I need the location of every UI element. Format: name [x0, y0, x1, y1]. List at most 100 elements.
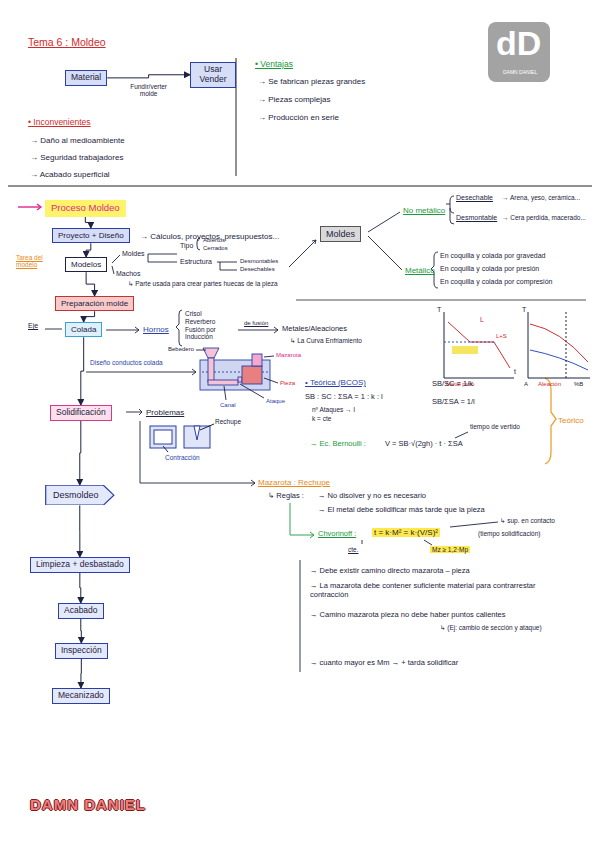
curve	[448, 322, 510, 368]
note-label: V = SB·√(2gh) · t · ΣSA	[385, 440, 463, 449]
process-box: Mecanizado	[52, 688, 110, 704]
note-label: Canal	[220, 402, 236, 409]
branch	[220, 262, 237, 270]
logo-badge	[488, 22, 550, 82]
arrow	[86, 372, 196, 373]
composition	[566, 312, 567, 378]
pink-arrow	[18, 206, 41, 207]
process-box: Material	[65, 70, 107, 86]
note-label: Reverbero	[185, 318, 215, 325]
leader	[264, 378, 278, 383]
node-text: Solidificación	[56, 408, 106, 418]
leader	[224, 386, 226, 400]
note-label: No metálico	[403, 206, 445, 215]
note-label: ↳ Reglas :	[268, 492, 304, 501]
note-label: ↳ (Ej: cambio de sección y ataque)	[440, 624, 542, 631]
note-label: → Arena, yeso, cerámica...	[502, 194, 594, 201]
brace	[545, 378, 556, 464]
note-label: T	[522, 306, 526, 314]
pentagon-shape	[46, 485, 114, 505]
note-label: → Acabado superficial	[30, 170, 110, 179]
node-text: Preparación molde	[61, 299, 128, 308]
riser	[252, 354, 262, 366]
branch	[368, 236, 402, 270]
process-box: Proceso Moldeo	[45, 200, 126, 217]
note-label: Eje	[28, 322, 38, 330]
note-label: Aleación	[538, 381, 561, 388]
process-box: Moldes	[320, 226, 361, 242]
leader	[362, 540, 363, 544]
arrowhead	[135, 327, 139, 333]
arrow	[126, 412, 142, 413]
note-label: Desechable	[456, 194, 493, 202]
note-label: SB/SC = 1/k	[432, 380, 473, 389]
note-label: Moldes	[122, 250, 145, 258]
note-label: Desmontable	[456, 214, 497, 222]
note-label: Contracción	[165, 454, 200, 461]
process-box: Acabado	[58, 603, 104, 619]
note-label: → cuanto mayor es Mm → + tarda solidific…	[310, 659, 458, 668]
note-label: Tarea del modelo	[16, 254, 56, 269]
block	[184, 426, 210, 448]
note-label: SB : SC : ΣSA = 1 : k : l	[305, 393, 383, 402]
flow-arrow	[86, 243, 91, 257]
note-label: → Daño al medioambiente	[30, 136, 125, 145]
node-text: Colada	[71, 325, 96, 334]
note-label: ↳ sup. en contacto	[500, 517, 555, 524]
node-text: Material	[71, 73, 101, 83]
note-label: cte.	[348, 546, 358, 553]
branch	[368, 212, 400, 232]
liquidus	[530, 324, 588, 362]
note-label: Bebedero	[168, 346, 194, 353]
note-label: → Piezas complejas	[258, 95, 330, 104]
node-text: Desmoldeo	[53, 490, 99, 500]
note-label: tiempo de vertido	[470, 423, 520, 430]
flow-arrow	[80, 619, 82, 643]
note-label: • Teórica (BCOS)	[305, 378, 366, 387]
flow-arrow	[79, 505, 80, 557]
rule-bar	[300, 560, 301, 672]
arrow	[140, 421, 255, 483]
note-label: En coquilla y colada por presión	[440, 265, 539, 273]
note-label: Diseño conductos colada	[90, 359, 163, 366]
sprue	[208, 358, 214, 382]
defects-illustration	[150, 424, 214, 452]
note-label: de fusión	[244, 320, 268, 327]
separator	[296, 300, 586, 301]
flow-arrow	[86, 272, 94, 296]
note-label: A	[524, 381, 528, 388]
note-label: Desmontables	[240, 258, 278, 265]
flow-arrow	[81, 337, 84, 405]
title: Tema 6 : Moldeo	[28, 36, 106, 48]
note-label: → Cera perdida, macerado...	[502, 214, 594, 221]
cooling-graph	[444, 312, 590, 378]
note-label: nº Ataques → l	[312, 406, 355, 413]
flow-arrow	[80, 659, 81, 688]
note-label: L+S	[496, 333, 507, 340]
note-label: Chvorinoff :	[318, 530, 356, 539]
arrow	[290, 503, 314, 535]
arrowhead	[274, 327, 278, 333]
process-box: Modelos	[65, 257, 107, 272]
branch-lines	[18, 196, 556, 672]
note-label: Hornos	[143, 325, 169, 334]
mold-illustration	[196, 348, 278, 400]
note-label: → La mazarota debe contener suficiente m…	[310, 582, 555, 599]
gate	[238, 377, 242, 382]
note-label: Abiertos	[203, 237, 225, 244]
note-label: Ataque	[266, 398, 285, 405]
note-label: Metales/Aleaciones	[282, 325, 347, 334]
leader	[200, 424, 214, 430]
note-label: → Seguridad trabajadores	[30, 153, 123, 162]
axes	[444, 312, 514, 378]
pipe	[194, 426, 200, 440]
note-label: En coquilla y colada por compresión	[440, 278, 552, 286]
block	[150, 426, 176, 448]
note-label: Problemas	[146, 408, 184, 417]
leader	[196, 350, 206, 351]
note-label: Mazarota	[276, 352, 301, 359]
flow-arrow	[107, 75, 190, 78]
cup	[203, 348, 219, 358]
note-label: ↳ La Curva Enfriamiento	[290, 337, 362, 344]
note-label: ↳ Parte usada para crear partes huecas d…	[128, 280, 328, 287]
